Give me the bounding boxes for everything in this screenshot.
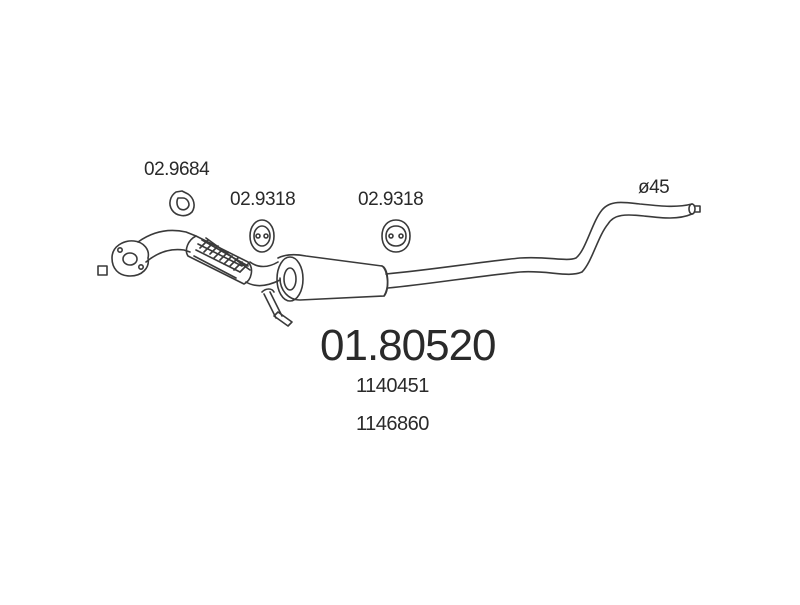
hanger-right-icon <box>381 219 411 253</box>
hanger-left-icon <box>249 219 275 253</box>
front-flange <box>111 240 150 277</box>
oem-number: 1140451 <box>356 375 429 397</box>
hanger-left-label: 02.9318 <box>230 189 296 210</box>
main-part-number: 01.80520 <box>320 321 497 370</box>
sensor-bung <box>261 288 293 327</box>
oem-number: 1146860 <box>356 413 429 435</box>
gasket-label: 02.9684 <box>144 159 210 180</box>
hanger-right-label: 02.9318 <box>358 189 424 210</box>
front-pipe <box>137 229 197 263</box>
gasket-ring <box>169 190 195 217</box>
diameter-label: ø45 <box>638 177 670 198</box>
muffler <box>276 253 389 302</box>
tail-pipe <box>385 201 701 289</box>
flex-pipe <box>185 235 253 285</box>
connector-square <box>97 265 108 276</box>
